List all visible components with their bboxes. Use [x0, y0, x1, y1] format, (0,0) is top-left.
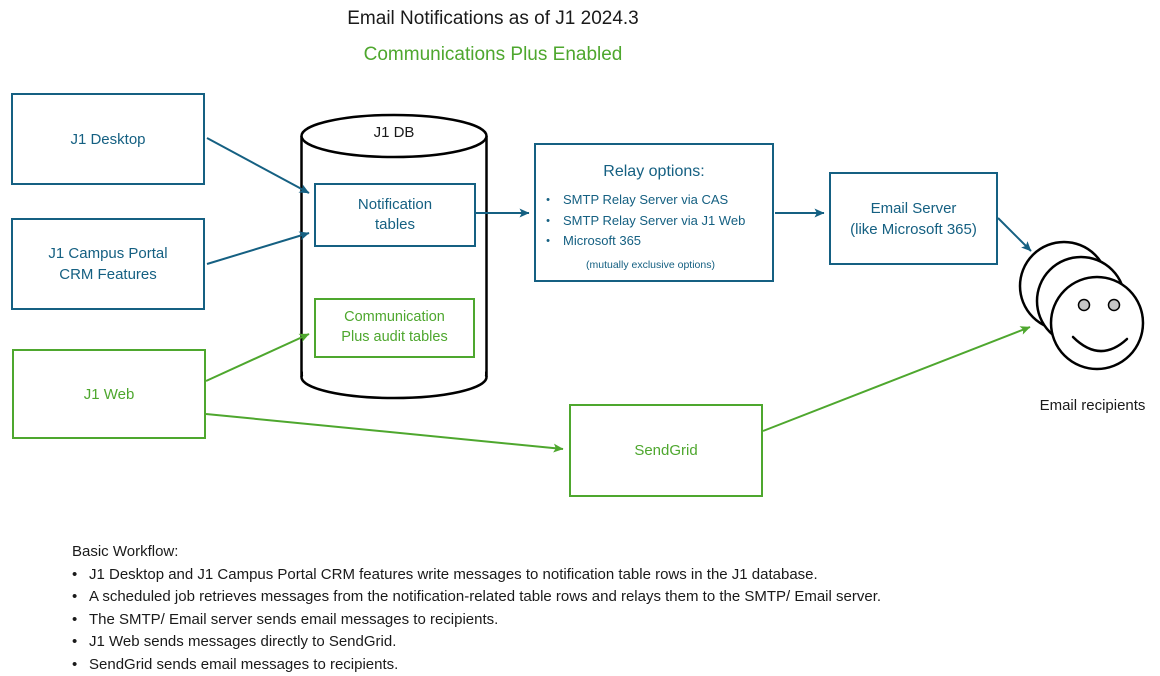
node-comm-plus-audit-tables-line1: Communication — [344, 308, 445, 328]
node-notification-tables: Notification tables — [314, 183, 476, 247]
relay-option-label: Microsoft 365 — [563, 231, 641, 252]
relay-options-heading: Relay options: — [536, 161, 772, 183]
email-recipients-icon — [1020, 242, 1143, 369]
relay-options-note: (mutually exclusive options) — [586, 258, 772, 273]
node-notification-tables-line1: Notification — [358, 195, 432, 215]
workflow-bullet-text: J1 Web sends messages directly to SendGr… — [89, 631, 396, 654]
arrow-campusportal-to-notification-tables — [207, 233, 309, 264]
node-j1-desktop-label: J1 Desktop — [70, 129, 145, 150]
bullet-icon: • — [72, 586, 89, 609]
relay-option-item: • Microsoft 365 — [536, 231, 772, 252]
node-j1-campus-portal-label-line1: J1 Campus Portal — [48, 243, 167, 264]
node-j1-campus-portal-label-line2: CRM Features — [59, 264, 157, 285]
arrow-j1web-to-sendgrid — [206, 414, 563, 449]
bullet-icon: • — [72, 564, 89, 587]
workflow-bullet-text: J1 Desktop and J1 Campus Portal CRM feat… — [89, 564, 818, 587]
workflow-bullet: • J1 Desktop and J1 Campus Portal CRM fe… — [72, 564, 1132, 587]
bullet-icon: • — [536, 231, 563, 252]
arrow-desktop-to-notification-tables — [207, 138, 309, 193]
relay-option-label: SMTP Relay Server via J1 Web — [563, 211, 745, 232]
node-sendgrid-label: SendGrid — [634, 440, 697, 461]
node-comm-plus-audit-tables: Communication Plus audit tables — [314, 298, 475, 358]
workflow-bullet: • The SMTP/ Email server sends email mes… — [72, 609, 1132, 632]
workflow-bullet-text: A scheduled job retrieves messages from … — [89, 586, 881, 609]
node-email-server: Email Server (like Microsoft 365) — [829, 172, 998, 265]
arrow-sendgrid-to-recipients — [763, 327, 1030, 431]
bullet-icon: • — [72, 609, 89, 632]
page-subtitle: Communications Plus Enabled — [0, 44, 986, 67]
arrow-email-server-to-recipients — [998, 218, 1031, 251]
node-j1-desktop: J1 Desktop — [11, 93, 205, 185]
workflow-heading: Basic Workflow: — [72, 541, 1132, 564]
workflow-notes: Basic Workflow: • J1 Desktop and J1 Camp… — [72, 541, 1132, 676]
workflow-bullet-text: SendGrid sends email messages to recipie… — [89, 654, 398, 676]
arrow-j1web-to-audit-tables — [206, 334, 309, 381]
bullet-icon: • — [536, 190, 563, 211]
relay-options-list: • SMTP Relay Server via CAS • SMTP Relay… — [536, 190, 772, 252]
node-comm-plus-audit-tables-line2: Plus audit tables — [341, 328, 447, 348]
node-j1-web: J1 Web — [12, 349, 206, 439]
node-sendgrid: SendGrid — [569, 404, 763, 497]
smiley-right-eye — [1109, 300, 1120, 311]
node-relay-options: Relay options: • SMTP Relay Server via C… — [534, 143, 774, 282]
workflow-bullet: • A scheduled job retrieves messages fro… — [72, 586, 1132, 609]
email-recipients-label: Email recipients — [1015, 397, 1160, 414]
node-j1-campus-portal: J1 Campus Portal CRM Features — [11, 218, 205, 310]
relay-option-label: SMTP Relay Server via CAS — [563, 190, 728, 211]
relay-option-item: • SMTP Relay Server via J1 Web — [536, 211, 772, 232]
bullet-icon: • — [72, 654, 89, 676]
bullet-icon: • — [72, 631, 89, 654]
node-j1-db-label: J1 DB — [301, 124, 487, 141]
node-j1-web-label: J1 Web — [84, 384, 135, 405]
workflow-bullet: • SendGrid sends email messages to recip… — [72, 654, 1132, 676]
relay-option-item: • SMTP Relay Server via CAS — [536, 190, 772, 211]
titles-block: Email Notifications as of J1 2024.3 Comm… — [0, 8, 986, 67]
smiley-left-eye — [1079, 300, 1090, 311]
node-email-server-line1: Email Server — [871, 198, 957, 219]
node-email-server-line2: (like Microsoft 365) — [850, 219, 977, 240]
workflow-bullet: • J1 Web sends messages directly to Send… — [72, 631, 1132, 654]
workflow-bullet-text: The SMTP/ Email server sends email messa… — [89, 609, 498, 632]
bullet-icon: • — [536, 211, 563, 232]
node-notification-tables-line2: tables — [375, 215, 415, 235]
page-title: Email Notifications as of J1 2024.3 — [0, 8, 986, 31]
